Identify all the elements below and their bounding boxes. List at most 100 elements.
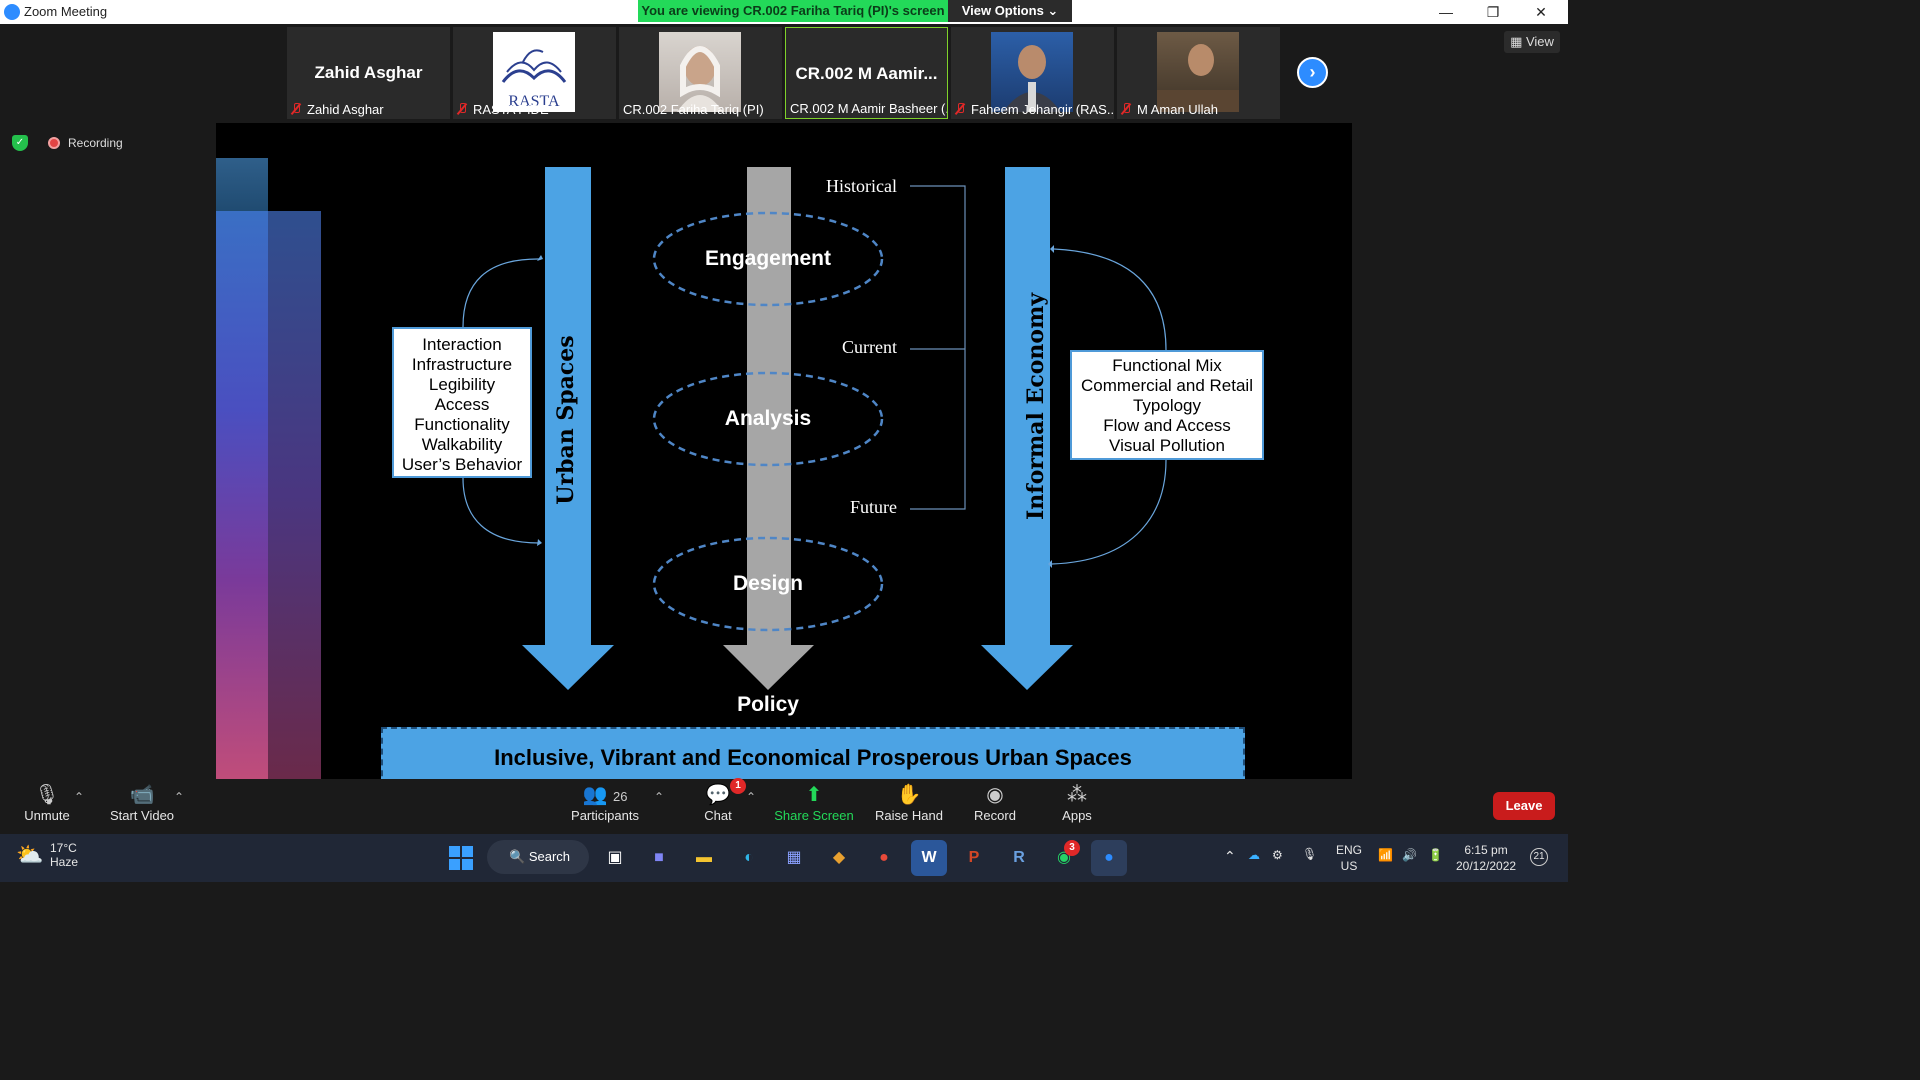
right-connector-top xyxy=(1053,248,1167,351)
factor-item: Functionality xyxy=(414,415,510,434)
engagement-label: Engagement xyxy=(704,247,832,270)
hand-icon: ✋ xyxy=(896,784,922,806)
mic-muted-icon xyxy=(1121,103,1131,115)
apps-button[interactable]: ⁂ Apps xyxy=(1056,782,1098,832)
participant-tile[interactable]: CR.002 Fariha Tariq (PI) xyxy=(619,27,782,119)
whatsapp-icon[interactable]: ◉3 xyxy=(1046,840,1082,876)
language-code: ENG xyxy=(1336,843,1363,857)
start-video-button[interactable]: 📹 Start Video xyxy=(104,782,180,832)
zoom-taskbar-icon[interactable]: ● xyxy=(1091,840,1127,876)
analysis-oval xyxy=(652,371,884,467)
share-screen-icon: ⬆ xyxy=(805,784,823,806)
participant-tile[interactable]: Zahid Asghar Zahid Asghar xyxy=(287,27,450,119)
edge-icon[interactable]: ◐ xyxy=(744,849,754,866)
left-connector-top xyxy=(462,258,542,328)
participant-photo xyxy=(1157,32,1239,112)
video-options-chevron-icon[interactable]: ⌃ xyxy=(174,790,185,804)
security-shield-icon[interactable]: ✓ xyxy=(12,135,28,151)
share-screen-label: Share Screen xyxy=(774,808,854,823)
close-button[interactable]: ✕ xyxy=(1535,4,1547,20)
participant-tile[interactable]: Faheem Jehangir (RAS... xyxy=(951,27,1114,119)
policy-label: Policy xyxy=(737,693,799,716)
word-icon[interactable]: W xyxy=(911,840,947,876)
clock[interactable]: 6:15 pm 20/12/2022 xyxy=(1456,842,1516,874)
git-app-icon[interactable]: ◆ xyxy=(832,849,846,866)
factor-item: Walkability xyxy=(421,435,503,454)
leave-button[interactable]: Leave xyxy=(1493,792,1555,820)
teams-icon[interactable]: ■ xyxy=(654,849,664,866)
audio-options-chevron-icon[interactable]: ⌃ xyxy=(74,790,85,804)
start-video-label: Start Video xyxy=(109,808,175,823)
center-process-arrow xyxy=(723,167,814,690)
active-speaker-tile[interactable]: CR.002 M Aamir... CR.002 M Aamir Basheer… xyxy=(785,27,948,119)
raise-hand-button[interactable]: ✋ Raise Hand xyxy=(874,782,944,832)
decor-bar-top xyxy=(216,158,268,213)
urban-spaces-label: Urban Spaces xyxy=(553,335,579,505)
mic-muted-icon xyxy=(955,103,965,115)
participant-photo xyxy=(659,32,741,112)
participants-button[interactable]: 👥 26 Participants xyxy=(566,782,644,832)
windows-taskbar xyxy=(0,834,1568,882)
tray-overflow-chevron-icon[interactable]: ⌃ xyxy=(1224,848,1236,864)
right-connector-bottom xyxy=(1051,459,1167,565)
tray-mic-icon[interactable]: 🎙 xyxy=(1302,847,1318,861)
search-icon: 🔍 xyxy=(509,849,526,864)
participant-name: CR.002 Fariha Tariq (PI) xyxy=(623,102,764,117)
decor-bar-left xyxy=(216,211,268,779)
engagement-oval xyxy=(652,211,884,307)
view-options-button[interactable]: View Options ⌄ xyxy=(948,0,1072,22)
clock-date: 20/12/2022 xyxy=(1456,859,1517,873)
language-indicator[interactable]: ENG US xyxy=(1336,842,1362,874)
design-oval xyxy=(652,536,884,632)
minimize-button[interactable]: — xyxy=(1439,4,1453,20)
participants-chevron-icon[interactable]: ⌃ xyxy=(654,790,665,804)
start-button[interactable] xyxy=(443,840,479,876)
chat-button[interactable]: 💬1 Chat xyxy=(698,778,746,832)
view-layout-button[interactable]: ▦ View xyxy=(1504,31,1560,53)
next-page-button[interactable]: › xyxy=(1297,57,1328,88)
mic-muted-icon xyxy=(457,103,467,115)
participant-name: RASTA PIDE xyxy=(473,102,549,117)
chat-chevron-icon[interactable]: ⌃ xyxy=(746,790,757,804)
decor-bar-right xyxy=(268,211,321,779)
onedrive-icon[interactable]: ☁ xyxy=(1248,848,1260,862)
rasta-logo: RASTA xyxy=(493,32,575,112)
timeline-current: Current xyxy=(842,337,897,357)
taskbar-search[interactable]: 🔍 Search xyxy=(487,840,589,874)
battery-icon[interactable]: 🔋 xyxy=(1428,848,1443,862)
factor-item: Access xyxy=(434,395,490,414)
participants-label: Participants xyxy=(571,808,639,823)
urban-spaces-arrow xyxy=(522,167,614,690)
powerpoint-icon[interactable]: P xyxy=(968,849,980,866)
record-button[interactable]: ◉ Record xyxy=(970,782,1020,832)
timeline-bracket xyxy=(910,185,966,510)
calendar-app-icon[interactable]: ▦ xyxy=(786,849,802,866)
unmute-button[interactable]: 🎙 Unmute xyxy=(18,782,76,832)
wifi-icon[interactable]: 📶 xyxy=(1378,848,1393,862)
urban-spaces-factors-box: Interaction Infrastructure Legibility Ac… xyxy=(392,327,532,478)
zoom-app-icon xyxy=(4,4,20,20)
participant-display-name: CR.002 M Aamir... xyxy=(795,64,938,83)
notification-count-badge[interactable]: 21 xyxy=(1530,848,1548,866)
participant-photo xyxy=(991,32,1073,112)
participant-name: M Aman Ullah xyxy=(1137,102,1218,117)
participant-tile[interactable]: M Aman Ullah xyxy=(1117,27,1280,119)
timeline-future: Future xyxy=(850,497,897,517)
tray-app-icon[interactable]: ⚙ xyxy=(1272,848,1283,862)
factor-item: Commercial and Retail xyxy=(1081,376,1253,395)
participant-name: Faheem Jehangir (RAS... xyxy=(971,102,1114,117)
file-explorer-icon[interactable]: ▬ xyxy=(696,849,712,866)
factor-item: Functional Mix xyxy=(1112,356,1222,375)
share-screen-button[interactable]: ⬆ Share Screen xyxy=(774,782,854,832)
volume-icon[interactable]: 🔊 xyxy=(1402,848,1417,862)
weather-widget[interactable]: 17°C Haze xyxy=(50,841,78,869)
maximize-button[interactable]: ❐ xyxy=(1486,4,1500,20)
chrome-icon[interactable]: ● xyxy=(879,849,889,866)
weather-desc: Haze xyxy=(50,855,79,869)
recording-dot-icon xyxy=(48,137,60,149)
task-view-icon[interactable]: ▣ xyxy=(607,849,623,866)
region-code: US xyxy=(1340,859,1358,873)
weather-icon[interactable]: ⛅ xyxy=(16,842,44,867)
r-app-icon[interactable]: R xyxy=(1013,849,1025,866)
participant-tile[interactable]: RASTA RASTA PIDE xyxy=(453,27,616,119)
